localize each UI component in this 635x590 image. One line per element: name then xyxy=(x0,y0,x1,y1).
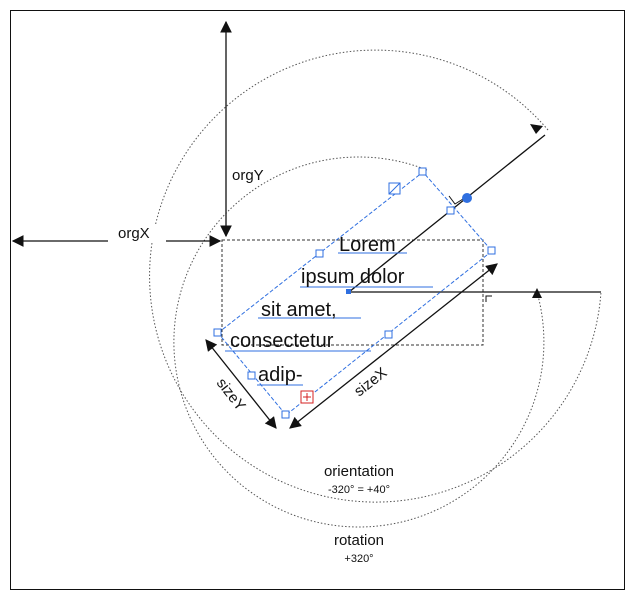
orientation-arc-arrowhead xyxy=(532,288,542,298)
org-y-label: orgY xyxy=(232,167,264,184)
rotation-label-bg xyxy=(318,531,402,549)
selection-handles[interactable] xyxy=(213,167,496,419)
size-y-arrow xyxy=(205,339,277,429)
lorem-line-3: sit amet, xyxy=(261,299,337,321)
size-x-label: sizeX xyxy=(351,364,390,400)
size-x-arrow xyxy=(289,263,498,429)
orientation-arc xyxy=(173,156,545,528)
rotation-label: rotation xyxy=(334,532,384,549)
lorem-line-5: adip- xyxy=(258,364,302,386)
lorem-line-1: Lorem xyxy=(339,234,396,256)
reference-point-handle-diagonal xyxy=(388,182,401,195)
org-x-label-bg xyxy=(108,224,166,242)
corner-mark-icon xyxy=(485,295,492,302)
rotation-handle-icon[interactable] xyxy=(462,193,472,203)
orientation-label: orientation xyxy=(324,463,394,480)
lorem-line-2: ipsum dolor xyxy=(301,266,405,288)
org-x-label: orgX xyxy=(118,225,150,242)
size-y-label: sizeY xyxy=(213,375,249,414)
orientation-value: -320° = +40° xyxy=(328,484,390,496)
perpendicular-tick xyxy=(448,195,464,205)
orientation-label-bg xyxy=(306,462,412,480)
lorem-line-4: consectetur xyxy=(230,330,334,352)
rotation-value: +320° xyxy=(344,553,373,565)
center-point[interactable] xyxy=(346,289,351,294)
rotation-arc-arrowhead xyxy=(530,124,543,134)
lorem-text-block[interactable]: Lorem ipsum dolor sit amet, consectetur … xyxy=(225,234,433,386)
